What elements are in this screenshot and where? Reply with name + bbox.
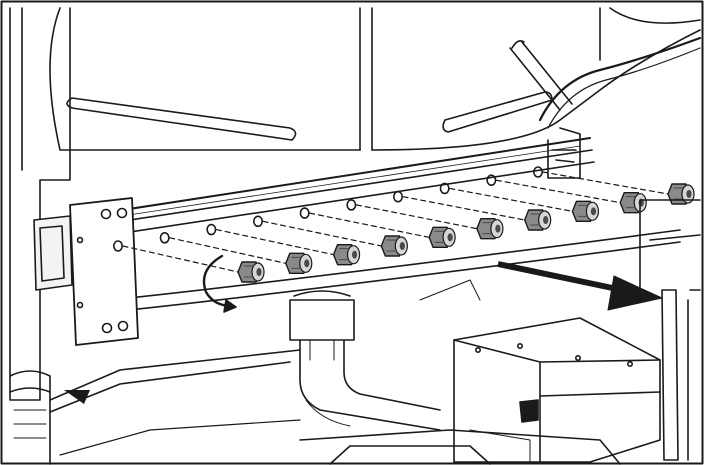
nozzle-hole bbox=[253, 215, 264, 228]
nozzle-thread bbox=[386, 239, 397, 252]
nozzle-guide-line bbox=[449, 187, 574, 212]
nozzle-hole bbox=[532, 166, 543, 178]
nozzle-thread bbox=[625, 196, 636, 209]
nozzle-hole bbox=[392, 190, 403, 203]
nozzle-thread bbox=[243, 265, 254, 278]
nozzle-orifice bbox=[590, 207, 597, 216]
nozzle-orifice bbox=[686, 190, 692, 198]
nozzle-guide-line bbox=[402, 196, 526, 221]
injector-nozzle bbox=[571, 200, 600, 223]
nozzle-guide-line bbox=[495, 179, 621, 204]
injector-nozzle bbox=[476, 217, 504, 240]
nozzle-hole bbox=[346, 199, 357, 211]
nozzle-guide-line bbox=[542, 171, 669, 195]
nozzle-guide-line bbox=[215, 228, 335, 256]
upper-rods bbox=[66, 36, 702, 141]
nozzle-hole bbox=[113, 240, 124, 252]
lower-left-piping bbox=[9, 349, 301, 465]
nozzle-guide-line bbox=[262, 220, 382, 247]
nozzle-hole bbox=[439, 182, 450, 195]
direction-arrow-icon bbox=[497, 261, 663, 311]
nozzle-orifice bbox=[304, 259, 310, 268]
rotation-arrow-icon bbox=[202, 254, 237, 313]
nozzle-orifice bbox=[351, 250, 358, 259]
nozzle-thread bbox=[434, 230, 445, 243]
lower-bracket bbox=[299, 279, 621, 465]
nozzle-guide-line bbox=[309, 212, 430, 238]
nozzle-orifice bbox=[399, 242, 405, 250]
right-side-frame bbox=[639, 199, 701, 461]
nozzle-thread bbox=[291, 256, 302, 269]
nozzle-hole bbox=[206, 223, 217, 236]
gas-pipe-fitting bbox=[289, 290, 441, 431]
injector-nozzles bbox=[237, 183, 695, 283]
nozzle-thread bbox=[673, 187, 684, 200]
nozzle-guide-line bbox=[122, 245, 239, 273]
nozzle-hole bbox=[299, 207, 310, 219]
nozzle-hole bbox=[486, 174, 497, 187]
injector-nozzle bbox=[428, 226, 456, 249]
nozzle-thread bbox=[339, 248, 350, 261]
nozzle-orifice bbox=[543, 216, 549, 224]
injector-nozzle bbox=[332, 243, 361, 266]
nozzle-guide-line bbox=[355, 204, 478, 230]
nozzle-thread bbox=[482, 222, 493, 235]
injector-nozzle bbox=[523, 209, 552, 231]
gas-manifold-bar bbox=[89, 137, 681, 313]
nozzle-guide-lines bbox=[122, 171, 669, 273]
nozzle-orifice bbox=[256, 268, 262, 276]
gas-valve-block bbox=[453, 317, 661, 463]
nozzle-hole bbox=[159, 231, 170, 244]
injector-nozzle bbox=[285, 252, 313, 275]
nozzle-holes bbox=[113, 166, 543, 252]
nozzle-orifice bbox=[495, 224, 501, 233]
injector-nozzle bbox=[380, 235, 408, 257]
nozzle-thread bbox=[577, 204, 588, 217]
left-mounting-bracket bbox=[33, 197, 139, 346]
injector-nozzle bbox=[619, 191, 647, 214]
nozzle-thread bbox=[530, 213, 541, 226]
nozzle-orifice bbox=[447, 233, 453, 242]
nozzle-guide-line bbox=[169, 237, 287, 264]
injector-nozzle bbox=[237, 261, 265, 283]
injector-nozzle bbox=[667, 183, 695, 205]
